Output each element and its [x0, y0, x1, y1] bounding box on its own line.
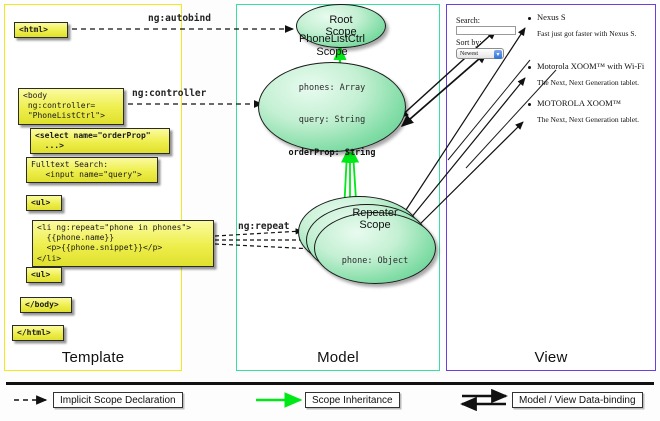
chevron-down-icon: ▾ [494, 50, 502, 59]
legend-model-view-data-binding: Model / View Data-binding [512, 392, 643, 408]
code-ul-open[interactable]: <ul> [26, 195, 62, 212]
code-select-orderprop[interactable]: <select name="orderProp" ...> [30, 128, 170, 155]
legend-scope-inheritance: Scope Inheritance [305, 392, 400, 408]
list-bullet [528, 66, 531, 69]
code-html-close[interactable]: </html> [12, 325, 64, 342]
scope-repeater-scope[interactable]: Repeater Scope phone: Object [314, 207, 436, 284]
scope-phonelistctrl-scope-props: phones: Array query: String orderProp: S… [288, 82, 376, 158]
panel-view-label: View [534, 349, 568, 366]
list-bullet [528, 103, 531, 106]
code-body-close[interactable]: </body> [20, 297, 72, 314]
panel-template-label: Template [61, 349, 125, 366]
scope-repeater-scope-props: phone: Object [341, 256, 409, 267]
phone-name[interactable]: Nexus S [537, 12, 566, 22]
code-html-open[interactable]: <html> [14, 22, 68, 39]
code-ul-close[interactable]: <ul> [26, 267, 62, 284]
panel-template: Template [4, 4, 182, 371]
list-bullet [528, 17, 531, 20]
scope-phonelistctrl-scope-title: PhoneListCtrl Scope [298, 33, 366, 58]
sort-by-selected-value: Newest [460, 50, 478, 57]
search-input[interactable] [456, 26, 516, 35]
phone-snippet: The Next, Next Generation tablet. [537, 78, 640, 87]
legend-divider [6, 382, 654, 385]
scope-repeater-scope-title: Repeater Scope [352, 207, 398, 232]
code-body-open[interactable]: <body ng:controller= "PhoneListCtrl"> [18, 88, 124, 125]
legend-implicit-scope-declaration: Implicit Scope Declaration [53, 392, 183, 408]
phone-snippet: Fast just got faster with Nexus S. [537, 29, 637, 38]
scope-root-scope-title: Root Scope [325, 13, 357, 38]
view-search-label: Search: [456, 16, 480, 25]
phone-snippet: The Next, Next Generation tablet. [537, 115, 640, 124]
scope-phonelistctrl-scope[interactable]: PhoneListCtrl Scope phones: Array query:… [258, 33, 406, 158]
panel-model-label: Model [317, 349, 359, 366]
code-fulltext-search[interactable]: Fulltext Search: <input name="query"> [26, 157, 158, 184]
label-ng-repeat: ng:repeat [238, 221, 290, 232]
label-ng-controller: ng:controller [132, 88, 207, 99]
code-li-repeat[interactable]: <li ng:repeat="phone in phones"> {{phone… [32, 220, 214, 267]
phone-name[interactable]: MOTOROLA XOOM™ [537, 98, 621, 108]
legend-arrow-databinding [460, 388, 508, 412]
view-sort-label: Sort by: [456, 38, 482, 47]
phone-name[interactable]: Motorola XOOM™ with Wi-Fi [537, 61, 645, 71]
panel-model: Model [236, 4, 440, 371]
sort-by-select[interactable]: Newest ▾ [456, 48, 504, 59]
label-ng-autobind: ng:autobind [148, 13, 211, 24]
panel-view: View [446, 4, 656, 371]
scope-root-scope[interactable]: Root Scope [296, 4, 386, 48]
